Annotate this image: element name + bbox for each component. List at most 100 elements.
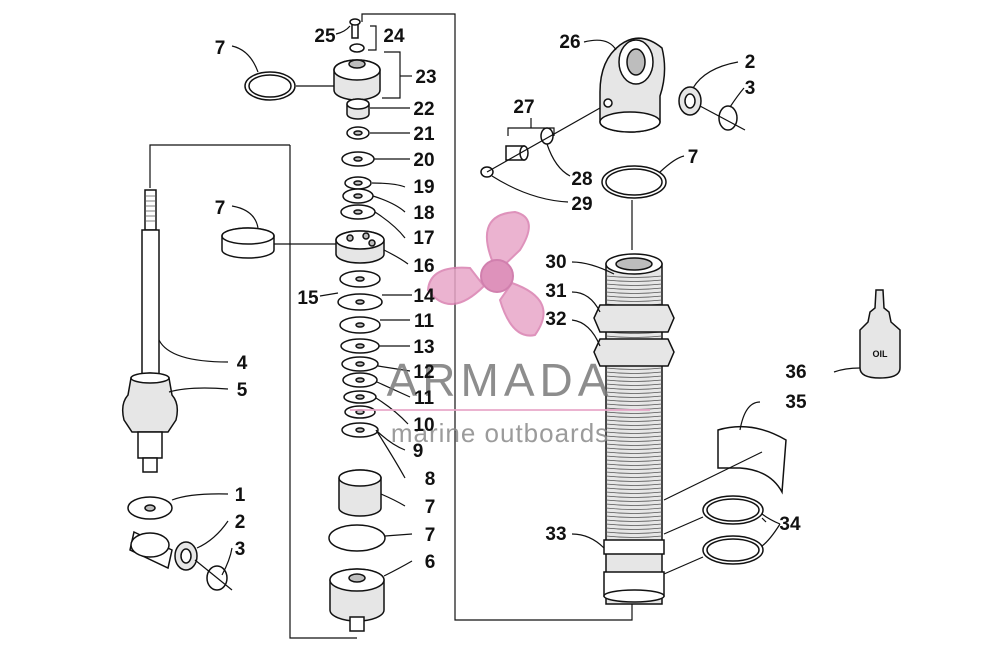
label-part-7b: 7 xyxy=(215,198,226,219)
label-part-11b: 10 xyxy=(413,415,434,436)
label-part-34: 33 xyxy=(545,524,566,545)
label-part-15: 14 xyxy=(413,286,435,307)
label-part-36: 35 xyxy=(785,392,807,413)
thread-line xyxy=(605,427,663,430)
thread-line xyxy=(605,435,663,438)
thread-line xyxy=(605,371,663,374)
label-part-24: 23 xyxy=(415,67,436,88)
part-labels: 7 7 25 24 23 22 21 20 19 18 17 16 15 14 … xyxy=(215,26,807,573)
bushing-set-right xyxy=(678,86,746,131)
label-part-8: 7 xyxy=(425,497,436,518)
thread-line xyxy=(605,475,663,478)
thread-line xyxy=(605,411,663,414)
valve-stack-center xyxy=(328,18,386,632)
thread-line xyxy=(605,395,663,398)
label-part-2-left: 2 xyxy=(235,512,246,533)
frame-lines xyxy=(149,13,633,639)
thread-line xyxy=(605,491,663,494)
thread-line xyxy=(605,423,663,426)
thread-line xyxy=(605,335,663,338)
label-part-3-left: 3 xyxy=(235,539,246,560)
label-part-22: 21 xyxy=(413,124,435,145)
label-part-10: 9 xyxy=(413,441,424,462)
thread-line xyxy=(605,367,663,370)
thread-line xyxy=(605,527,663,530)
oring-part-7-right xyxy=(601,165,667,199)
eye-mount-part-27 xyxy=(599,37,666,133)
label-part-35: 34 xyxy=(779,514,801,535)
thread-line xyxy=(605,507,663,510)
thread-line xyxy=(605,523,663,526)
thread-line xyxy=(605,471,663,474)
rod-guide-part-5 xyxy=(121,372,179,473)
thread-line xyxy=(605,519,663,522)
armada-watermark: ARMADA marine outboards xyxy=(350,210,650,448)
piston-rod-part-4 xyxy=(141,189,160,379)
bumper-part-1 xyxy=(127,496,173,520)
thread-line xyxy=(605,379,663,382)
thread-line xyxy=(605,287,663,290)
thread-line xyxy=(605,291,663,294)
label-part-25: 24 xyxy=(383,26,405,47)
label-part-27: 26 xyxy=(559,32,580,53)
label-part-18: 17 xyxy=(413,228,434,249)
thread-line xyxy=(605,375,663,378)
label-part-16: 15 xyxy=(297,288,319,309)
retaining-rings-part-35 xyxy=(702,495,764,565)
thread-line xyxy=(605,483,663,486)
clip-part-36 xyxy=(717,425,787,495)
propeller-logo xyxy=(426,210,545,337)
label-part-5: 5 xyxy=(237,380,248,401)
label-part-20: 19 xyxy=(413,177,434,198)
thread-line xyxy=(605,499,663,502)
label-part-13: 12 xyxy=(413,362,434,383)
thread-line xyxy=(605,387,663,390)
label-part-9: 8 xyxy=(425,469,436,490)
label-part-28: 27 xyxy=(513,97,534,118)
oil-bottle-part-37: OIL xyxy=(859,289,901,379)
bushing-set-left xyxy=(129,530,233,591)
thread-line xyxy=(605,451,663,454)
label-part-26: 25 xyxy=(314,26,336,47)
thread-line xyxy=(605,403,663,406)
label-part-11a: 11 xyxy=(414,311,435,332)
watermark-subtitle: marine outboards xyxy=(391,418,609,448)
thread-line xyxy=(605,391,663,394)
label-part-7a: 7 xyxy=(215,38,226,59)
thread-line xyxy=(605,279,663,282)
thread-line xyxy=(605,275,663,278)
thread-line xyxy=(605,443,663,446)
thread-line xyxy=(605,447,663,450)
label-part-21: 20 xyxy=(413,150,434,171)
label-part-2-right: 2 xyxy=(745,52,756,73)
valve-part-28 xyxy=(480,107,601,178)
thread-line xyxy=(605,283,663,286)
label-part-3-right: 3 xyxy=(745,78,756,99)
label-part-17: 16 xyxy=(413,256,434,277)
label-part-33: 32 xyxy=(545,309,566,330)
thread-line xyxy=(605,463,663,466)
thread-line xyxy=(605,431,663,434)
thread-line xyxy=(605,531,663,534)
label-part-14: 13 xyxy=(413,337,434,358)
thread-line xyxy=(605,295,663,298)
thread-line xyxy=(605,487,663,490)
oring-part-7-top xyxy=(244,71,296,101)
thread-line xyxy=(605,535,663,538)
label-part-4: 4 xyxy=(237,353,248,374)
label-part-30: 29 xyxy=(571,194,592,215)
label-part-29: 28 xyxy=(571,169,592,190)
thread-line xyxy=(605,459,663,462)
label-part-32: 31 xyxy=(545,281,567,302)
thread-line xyxy=(605,503,663,506)
thread-line xyxy=(605,415,663,418)
label-part-23: 22 xyxy=(413,99,434,120)
thread-line xyxy=(605,439,663,442)
label-part-31: 30 xyxy=(545,252,566,273)
label-part-7d: 7 xyxy=(688,147,699,168)
thread-line xyxy=(605,299,663,302)
thread-line xyxy=(605,495,663,498)
label-part-37: 36 xyxy=(785,362,806,383)
thread-line xyxy=(605,479,663,482)
